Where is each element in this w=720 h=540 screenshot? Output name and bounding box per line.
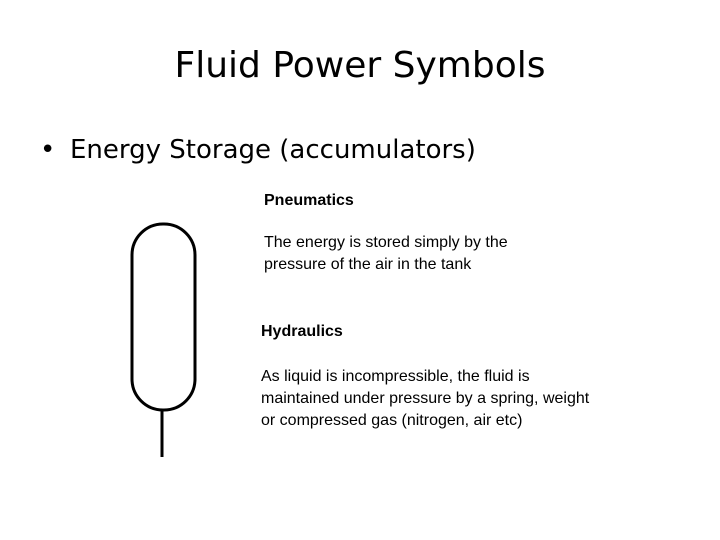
hydraulics-description: As liquid is incompressible, the fluid i… bbox=[261, 368, 590, 429]
accumulator-tank-outline bbox=[130, 222, 197, 412]
hydraulics-heading: Hydraulics bbox=[261, 323, 343, 340]
slide-title: Fluid Power Symbols bbox=[174, 45, 546, 86]
pneumatics-heading: Pneumatics bbox=[264, 192, 354, 209]
bullet-marker: • bbox=[40, 135, 56, 165]
accumulator-symbol-icon bbox=[130, 222, 197, 457]
pneumatics-description: The energy is stored simply by the press… bbox=[264, 234, 508, 273]
bullet-item: • Energy Storage (accumulators) bbox=[40, 132, 476, 168]
bullet-text: Energy Storage (accumulators) bbox=[70, 135, 476, 165]
